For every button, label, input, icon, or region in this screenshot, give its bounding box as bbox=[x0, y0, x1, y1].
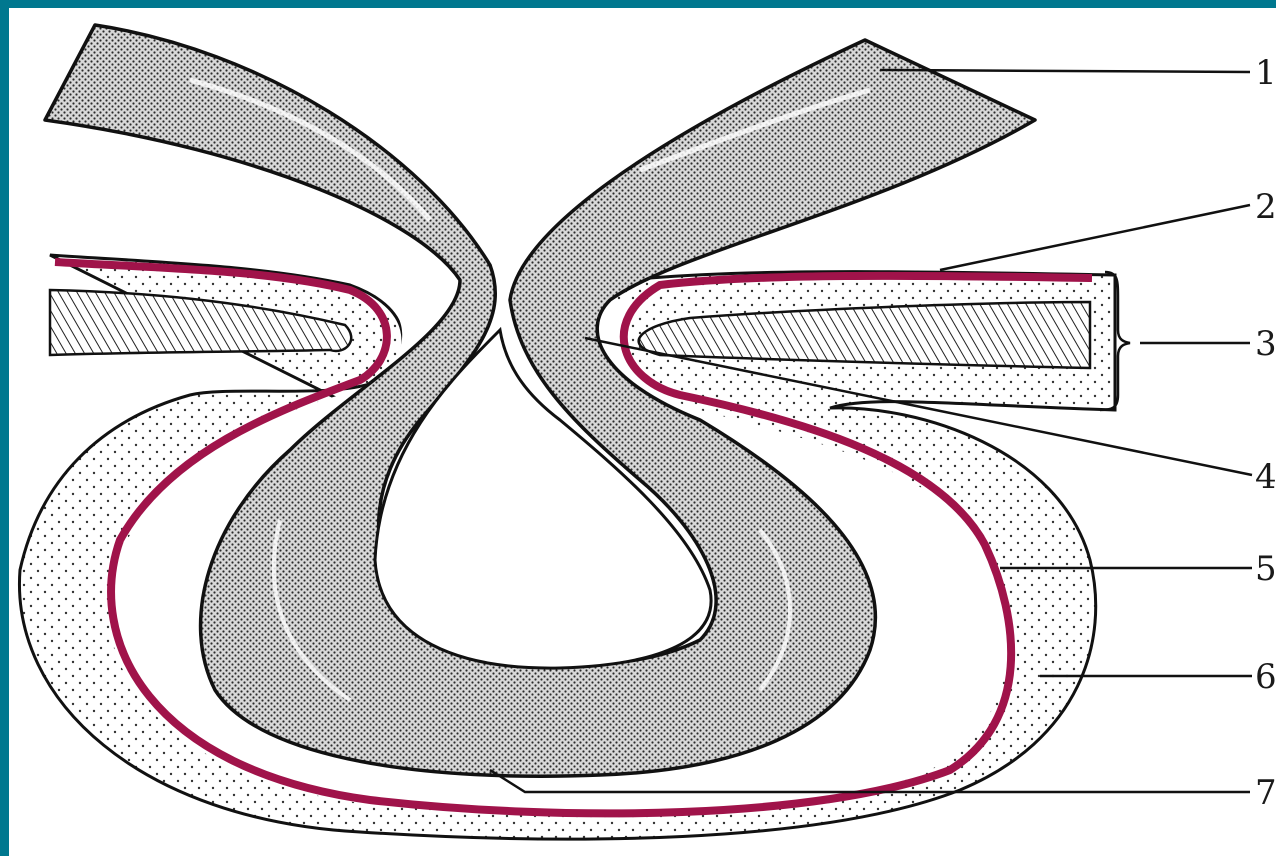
label-7: 7 bbox=[1255, 773, 1276, 813]
leader-line-2 bbox=[940, 205, 1250, 270]
label-4: 4 bbox=[1255, 457, 1276, 497]
label-2: 2 bbox=[1255, 187, 1276, 227]
label-6: 6 bbox=[1255, 657, 1276, 697]
label-3: 3 bbox=[1255, 324, 1276, 364]
label-5: 5 bbox=[1255, 549, 1276, 589]
label-1: 1 bbox=[1255, 53, 1276, 93]
